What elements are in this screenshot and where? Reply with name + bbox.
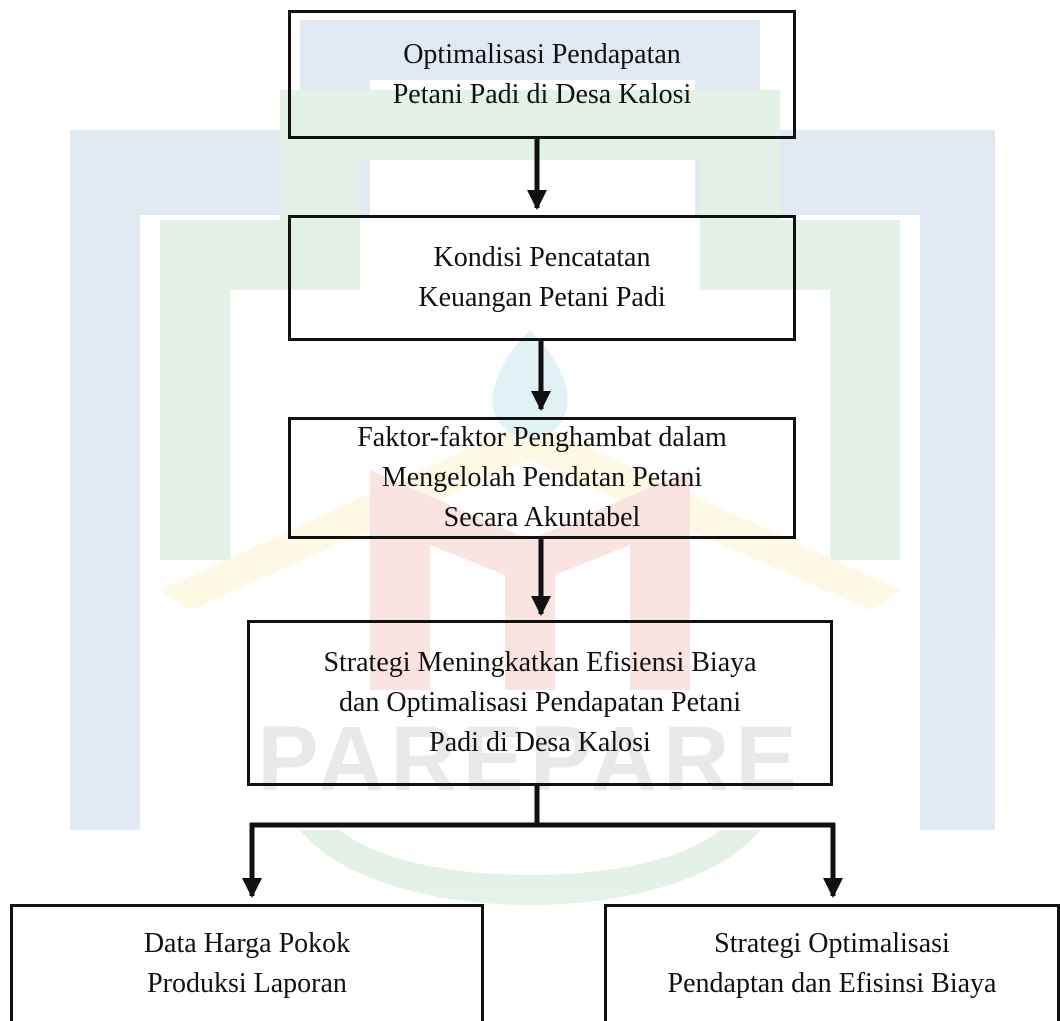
box-strategi-optimalisasi: Strategi Optimalisasi Pendaptan dan Efis… (604, 904, 1060, 1021)
watermark-text: PAREPARE (257, 708, 803, 810)
box-strategi-efisiensi-label: Strategi Meningkatkan Efisiensi Biaya da… (323, 647, 757, 758)
box-data-harga-pokok: Data Harga Pokok Produksi Laporan (10, 904, 484, 1021)
box-strategi-efisiensi: Strategi Meningkatkan Efisiensi Biaya da… (247, 620, 833, 786)
box-faktor-penghambat-label: Faktor-faktor Penghambat dalam Mengelola… (357, 422, 727, 533)
watermark-green-shape (160, 90, 900, 560)
watermark-teal-drop (492, 330, 568, 440)
watermark-yellow-band (160, 420, 900, 610)
box-optimalisasi-pendapatan-label: Optimalisasi Pendapatan Petani Padi di D… (392, 38, 692, 110)
box-strategi-optimalisasi-label: Strategi Optimalisasi Pendaptan dan Efis… (667, 928, 997, 999)
box-kondisi-pencatatan-label: Kondisi Pencatatan Keuangan Petani Padi (418, 242, 666, 313)
watermark-green-curve (300, 830, 760, 905)
box-kondisi-pencatatan: Kondisi Pencatatan Keuangan Petani Padi (288, 215, 796, 341)
watermark-red-gate (370, 470, 690, 690)
box-faktor-penghambat: Faktor-faktor Penghambat dalam Mengelola… (288, 417, 796, 539)
box-data-harga-pokok-label: Data Harga Pokok Produksi Laporan (143, 928, 351, 999)
box-optimalisasi-pendapatan: Optimalisasi Pendapatan Petani Padi di D… (288, 10, 796, 139)
